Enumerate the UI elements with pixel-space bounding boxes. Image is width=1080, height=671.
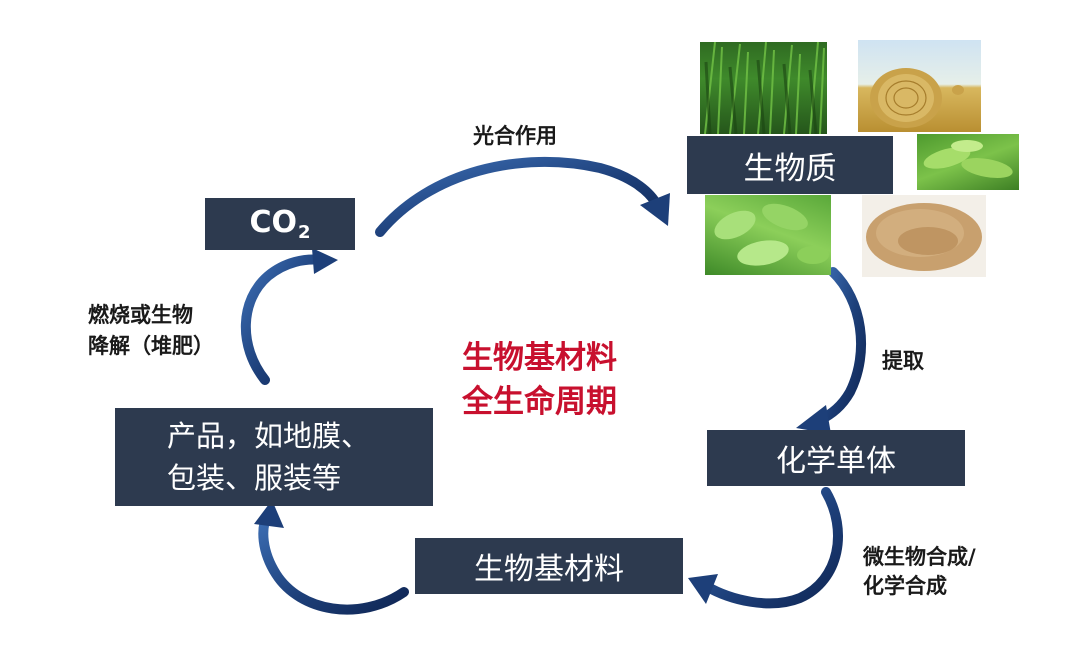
- powder-photo: [862, 195, 986, 277]
- monomer-label: 化学单体: [776, 444, 896, 479]
- chemical-monomer-node: 化学单体: [707, 430, 965, 486]
- arrowhead-photosynthesis: [640, 193, 670, 226]
- pea-pods-photo: [917, 134, 1019, 190]
- products-node: 产品，如地膜、 包装、服装等: [115, 408, 433, 506]
- center-title-line-1: 生物基材料: [462, 340, 617, 376]
- biobased-material-node: 生物基材料: [415, 538, 683, 594]
- co2-subscript: 2: [298, 222, 311, 243]
- arrow-extraction: [815, 267, 866, 425]
- co2-node: CO2: [205, 198, 355, 250]
- co2-label: CO2: [249, 205, 311, 243]
- arrowhead-extraction: [796, 405, 831, 434]
- arrowhead-combustion: [312, 248, 338, 274]
- synthesis-line-1: 微生物合成/: [863, 545, 976, 569]
- center-title: 生物基材料 全生命周期: [462, 336, 617, 424]
- combustion-line-2: 降解（堆肥）: [88, 334, 214, 358]
- combustion-line-1: 燃烧或生物: [88, 303, 193, 327]
- biomass-label: 生物质: [743, 150, 837, 187]
- green-leaves-photo: [705, 195, 831, 275]
- combustion-label: 燃烧或生物 降解（堆肥）: [88, 300, 214, 362]
- products-line-1: 产品，如地膜、: [167, 419, 371, 453]
- arrowhead-synthesis: [688, 574, 718, 604]
- arrow-combustion: [240, 254, 327, 385]
- biomass-node: 生物质: [687, 136, 893, 194]
- synthesis-label: 微生物合成/ 化学合成: [863, 543, 976, 601]
- arrow-photosynthesis: [375, 156, 661, 237]
- center-title-line-2: 全生命周期: [462, 384, 617, 420]
- arrow-processing: [258, 509, 409, 615]
- products-line-2: 包装、服装等: [167, 461, 342, 495]
- arrow-synthesis: [701, 487, 843, 609]
- hay-bale-photo: [858, 40, 981, 132]
- arrowhead-processing: [254, 500, 284, 528]
- photosynthesis-label: 光合作用: [473, 124, 557, 148]
- extraction-label: 提取: [882, 349, 924, 373]
- synthesis-line-2: 化学合成: [863, 574, 947, 598]
- grass-photo: [700, 42, 827, 134]
- biomaterial-label: 生物基材料: [474, 552, 624, 587]
